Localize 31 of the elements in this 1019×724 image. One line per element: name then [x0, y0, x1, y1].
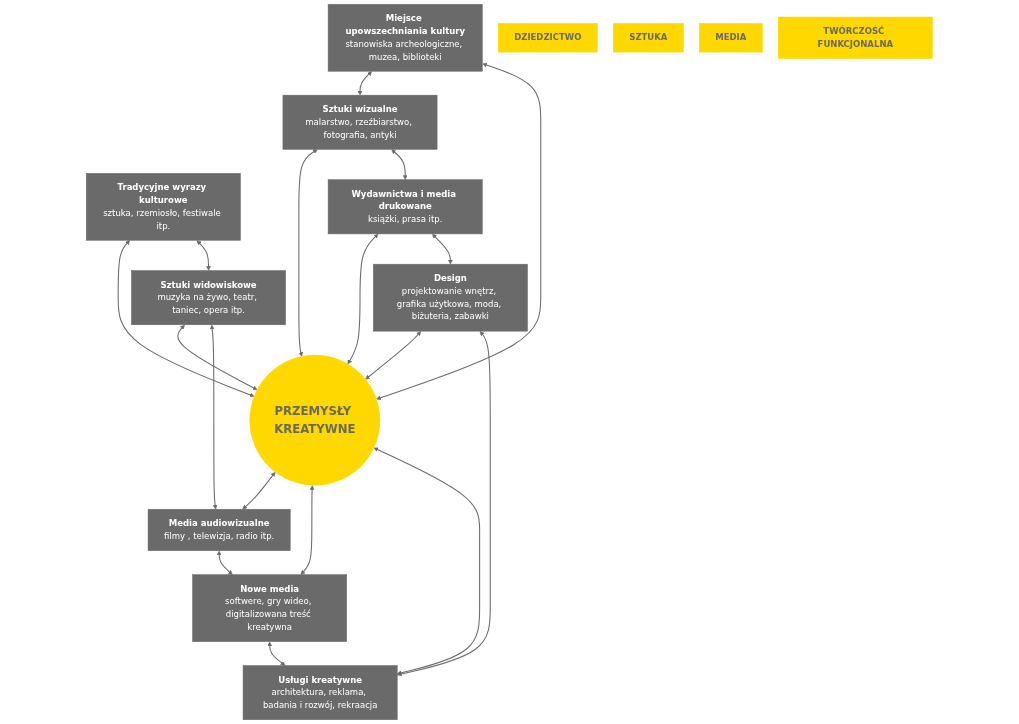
node-box: Usługi kreatywne architektura, reklama, badania i rozwój, rekraacja	[242, 665, 398, 720]
node-box: Sztuki widowiskowe muzyka na żywo, teatr, taniec, opera itp.	[131, 270, 287, 326]
node-box: Miejsce upowszechniania kultury stanowiska archeologiczne, muzea, biblioteki	[328, 4, 483, 72]
arrow	[365, 331, 422, 380]
arrow	[196, 240, 211, 271]
arrow	[267, 641, 286, 666]
node-box: DZIEDZICTWO	[498, 23, 598, 53]
arrow	[373, 447, 481, 675]
arrow	[242, 471, 276, 510]
node-box: Sztuki wizualne malarstwo, rzeźbiarstwo, fotografia, antyki	[282, 94, 438, 150]
arrow	[117, 240, 255, 398]
arrow	[432, 233, 453, 265]
arrow	[217, 550, 233, 575]
node-box: Design projektowanie wnętrz, grafika użytkowa, moda, biżuteria, zabawki	[373, 263, 528, 332]
node-box: Wydawnictwa i media drukowane książki, prasa itp.	[328, 179, 483, 235]
arrow	[376, 62, 542, 401]
arrow	[298, 149, 318, 357]
node-box: Media audiowizualne filmy , telewizja, radio itp.	[147, 508, 291, 551]
node-box: TWÓRCZOŚĆ FUNKCJONALNA	[778, 16, 933, 59]
arrow	[357, 71, 373, 96]
arrow	[177, 324, 258, 391]
arrow	[210, 324, 218, 510]
arrow	[347, 233, 379, 365]
node-box: Tradycyjne wyrazy kulturowe sztuka, rzemiosło, festiwale itp.	[86, 173, 241, 241]
node-circle: PRZEMYSŁY KREATYWNE	[249, 354, 381, 486]
node-box: Nowe media softwere, gry wideo, digitalizowana treść kreatywna	[192, 574, 348, 642]
arrow	[391, 149, 408, 180]
arrow	[300, 485, 315, 575]
arrow	[397, 331, 491, 677]
node-box: SZTUKA	[613, 23, 684, 53]
node-box: MEDIA	[699, 23, 763, 53]
